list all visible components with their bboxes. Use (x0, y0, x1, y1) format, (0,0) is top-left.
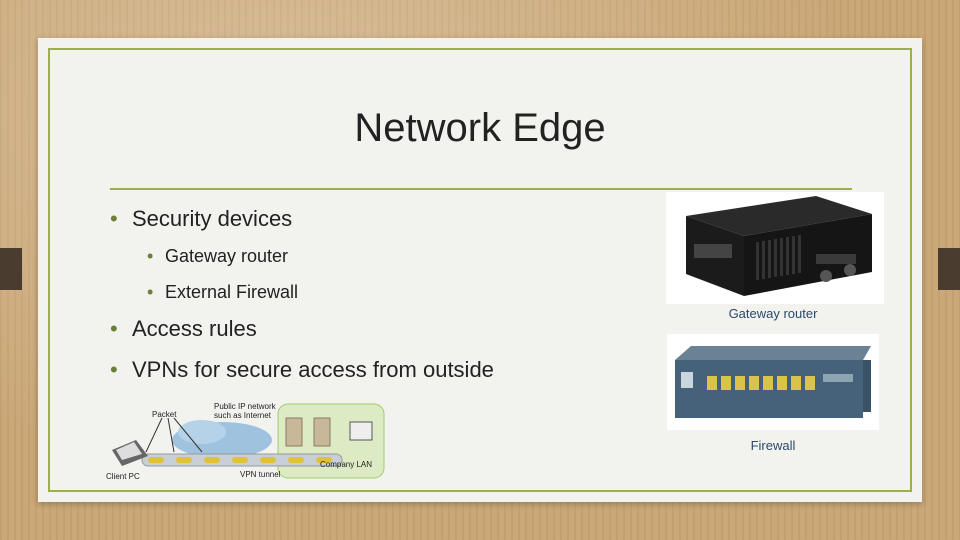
bullet-icon: • (110, 316, 118, 341)
vpn-diagram: Public IP network such as Internet Packe… (102, 402, 386, 482)
bullet-icon: • (147, 282, 154, 302)
left-edge-tab (0, 248, 22, 290)
firewall-caption: Firewall (750, 438, 796, 453)
vpn-public-network-label: Public IP network such as Internet (214, 402, 276, 420)
router-icon (686, 196, 872, 296)
gateway-router-caption: Gateway router (728, 306, 818, 321)
vpn-client-label: Client PC (106, 472, 140, 481)
vpn-tunnel-label: VPN tunnel (240, 470, 281, 479)
bullet-access-rules: •Access rules (110, 316, 257, 341)
gateway-router-image (666, 192, 884, 304)
slide-frame (48, 48, 912, 492)
vpn-lan-label: Company LAN (320, 460, 373, 469)
slide-title: Network Edge (354, 106, 606, 150)
subbullet-external-firewall: •External Firewall (147, 282, 299, 302)
bullet-icon: • (110, 357, 118, 382)
vpn-packet-label: Packet (152, 410, 177, 419)
vpn-diagram-graphic (112, 403, 385, 479)
bullet-icon: • (110, 206, 118, 231)
firewall-image (667, 334, 879, 430)
right-edge-tab (938, 248, 960, 290)
title-rule (110, 188, 852, 190)
bullet-security-devices: •Security devices (110, 206, 293, 231)
bullet-vpns: •VPNs for secure access from outside (110, 357, 494, 382)
firewall-icon (675, 346, 871, 418)
bullet-icon: • (147, 246, 154, 266)
subbullet-gateway-router: •Gateway router (147, 246, 289, 266)
